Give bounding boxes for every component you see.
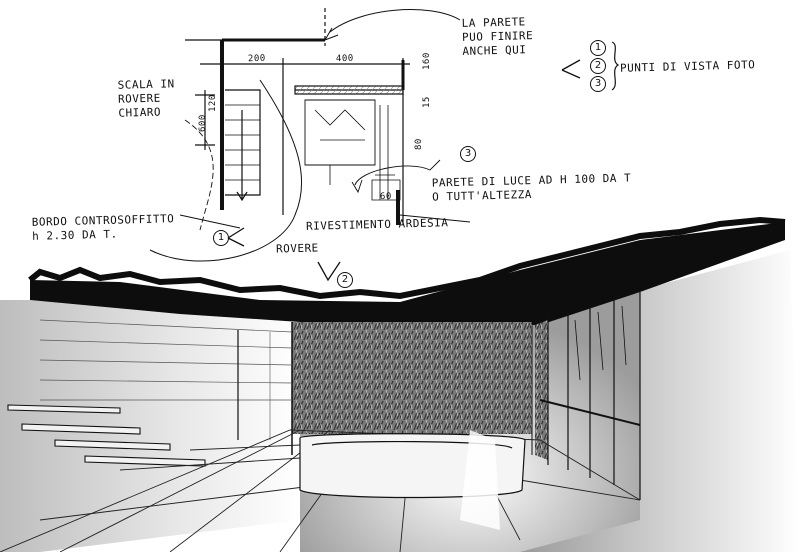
legend-marker-3: 3 bbox=[590, 76, 606, 92]
wall-note-line3: ANCHE QUI bbox=[462, 43, 527, 58]
viewpoint-marker-2: 2 bbox=[337, 272, 353, 288]
dimension-600: 600 bbox=[198, 114, 208, 132]
dimension-60: 60 bbox=[379, 191, 392, 203]
perspective-view bbox=[0, 216, 800, 552]
slate-wall bbox=[292, 322, 532, 434]
legend-marker-2: 2 bbox=[590, 58, 606, 74]
stair-note-line3: CHIARO bbox=[118, 105, 162, 120]
viewpoint-marker-3: 3 bbox=[460, 146, 476, 162]
stair-note: SCALA IN ROVERE CHIARO bbox=[117, 77, 175, 120]
wall-note: LA PARETE PUO FINIRE ANCHE QUI bbox=[461, 15, 533, 59]
light-wall-note: PARETE DI LUCE AD H 100 DA T O TUTT'ALTE… bbox=[432, 171, 632, 204]
floor-plan bbox=[149, 8, 620, 282]
dimension-15: 15 bbox=[422, 96, 432, 108]
stair-note-line1: SCALA IN bbox=[117, 77, 175, 92]
dimension-160: 160 bbox=[422, 52, 432, 70]
legend-marker-1: 1 bbox=[590, 40, 606, 56]
oak-note: ROVERE bbox=[275, 241, 319, 256]
stair-note-line2: ROVERE bbox=[117, 91, 161, 106]
dimension-400: 400 bbox=[335, 53, 354, 65]
viewpoint-marker-1: 1 bbox=[213, 230, 229, 246]
dimension-120: 120 bbox=[208, 94, 218, 112]
dimension-80: 80 bbox=[414, 138, 424, 150]
edge-note: BORDO CONTROSOFFITTO h 2.30 DA T. bbox=[32, 212, 175, 244]
roof-band bbox=[30, 222, 785, 325]
dimension-200: 200 bbox=[247, 53, 266, 65]
